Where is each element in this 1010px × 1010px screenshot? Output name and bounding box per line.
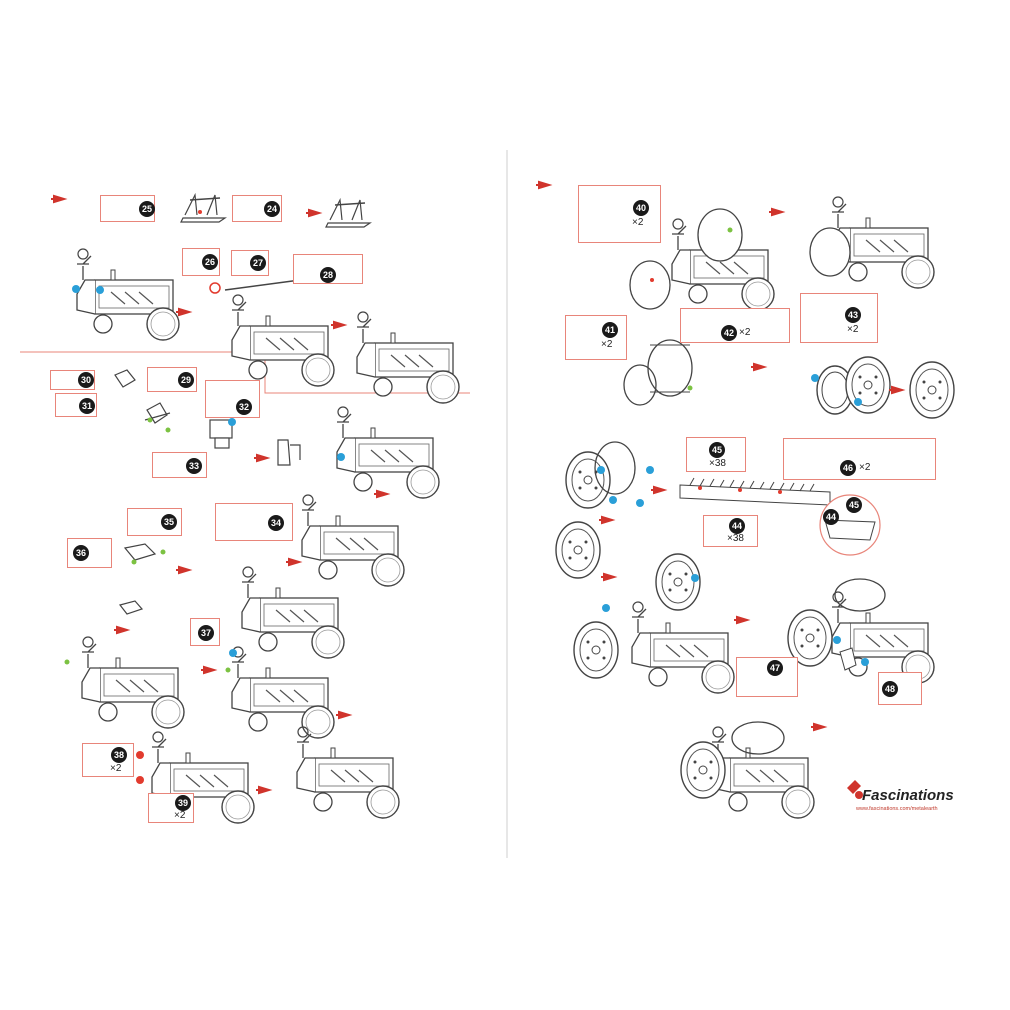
quantity-label: ×38 bbox=[709, 458, 726, 469]
step-callout: 36 bbox=[67, 538, 112, 568]
step-number: 40 bbox=[633, 200, 649, 216]
step-callout: 24 bbox=[232, 195, 282, 222]
quantity-label: ×2 bbox=[859, 462, 871, 473]
step-callout: 43 ×2 bbox=[800, 293, 878, 343]
step-number: 44 bbox=[729, 518, 745, 534]
step-callout: 29 bbox=[147, 367, 197, 392]
step-callout: 33 bbox=[152, 452, 207, 478]
step-number: 27 bbox=[250, 255, 266, 271]
step-callout: 46 ×2 bbox=[783, 438, 936, 480]
step-number: 31 bbox=[79, 398, 95, 414]
step-number: 30 bbox=[78, 372, 94, 388]
step-number: 48 bbox=[882, 681, 898, 697]
step-number: 28 bbox=[320, 267, 336, 283]
brand-logo: Fascinations bbox=[862, 787, 954, 804]
step-callout: 28 bbox=[293, 254, 363, 284]
step-callout: 32 bbox=[205, 380, 260, 418]
step-number: 43 bbox=[845, 307, 861, 323]
step-callout: 48 bbox=[878, 672, 922, 705]
step-number: 45 bbox=[709, 442, 725, 458]
quantity-label: ×38 bbox=[727, 533, 744, 544]
step-number: 32 bbox=[236, 399, 252, 415]
step-callout: 40 ×2 bbox=[578, 185, 661, 243]
step-callout: 41 ×2 bbox=[565, 315, 627, 360]
step-callout: 27 bbox=[231, 250, 269, 276]
step-number: 42 bbox=[721, 325, 737, 341]
step-number: 41 bbox=[602, 322, 618, 338]
step-callout: 25 bbox=[100, 195, 155, 222]
step-callout: 31 bbox=[55, 393, 97, 417]
step-number: 38 bbox=[111, 747, 127, 763]
quantity-label: ×2 bbox=[601, 339, 613, 350]
step-number: 29 bbox=[178, 372, 194, 388]
step-number: 47 bbox=[767, 660, 783, 676]
quantity-label: ×2 bbox=[847, 324, 859, 335]
brand-url: www.fascinations.com/metalearth bbox=[856, 806, 938, 812]
step-callout: 42 ×2 bbox=[680, 308, 790, 343]
step-number: 35 bbox=[161, 514, 177, 530]
step-number: 46 bbox=[840, 460, 856, 476]
step-callout: 35 bbox=[127, 508, 182, 536]
step-callout: 26 bbox=[182, 248, 220, 276]
step-callout: 45 ×38 bbox=[686, 437, 746, 472]
quantity-label: ×2 bbox=[632, 217, 644, 228]
step-callout: 44 ×38 bbox=[703, 515, 758, 547]
step-callout: 38 ×2 bbox=[82, 743, 134, 777]
step-number: 36 bbox=[73, 545, 89, 561]
quantity-label: ×2 bbox=[174, 810, 186, 821]
detail-label: 45 bbox=[846, 497, 862, 513]
step-number: 26 bbox=[202, 254, 218, 270]
step-number: 34 bbox=[268, 515, 284, 531]
step-callout: 30 bbox=[50, 370, 95, 390]
step-callout: 37 bbox=[190, 618, 220, 646]
step-number: 25 bbox=[139, 201, 155, 217]
step-number: 24 bbox=[264, 201, 280, 217]
quantity-label: ×2 bbox=[739, 327, 751, 338]
step-callout: 47 bbox=[736, 657, 798, 697]
step-callout: 39 ×2 bbox=[148, 793, 194, 823]
step-number: 37 bbox=[198, 625, 214, 641]
step-number: 39 bbox=[175, 795, 191, 811]
step-callout: 34 bbox=[215, 503, 293, 541]
quantity-label: ×2 bbox=[110, 763, 122, 774]
step-number: 33 bbox=[186, 458, 202, 474]
detail-label: 44 bbox=[823, 509, 839, 525]
